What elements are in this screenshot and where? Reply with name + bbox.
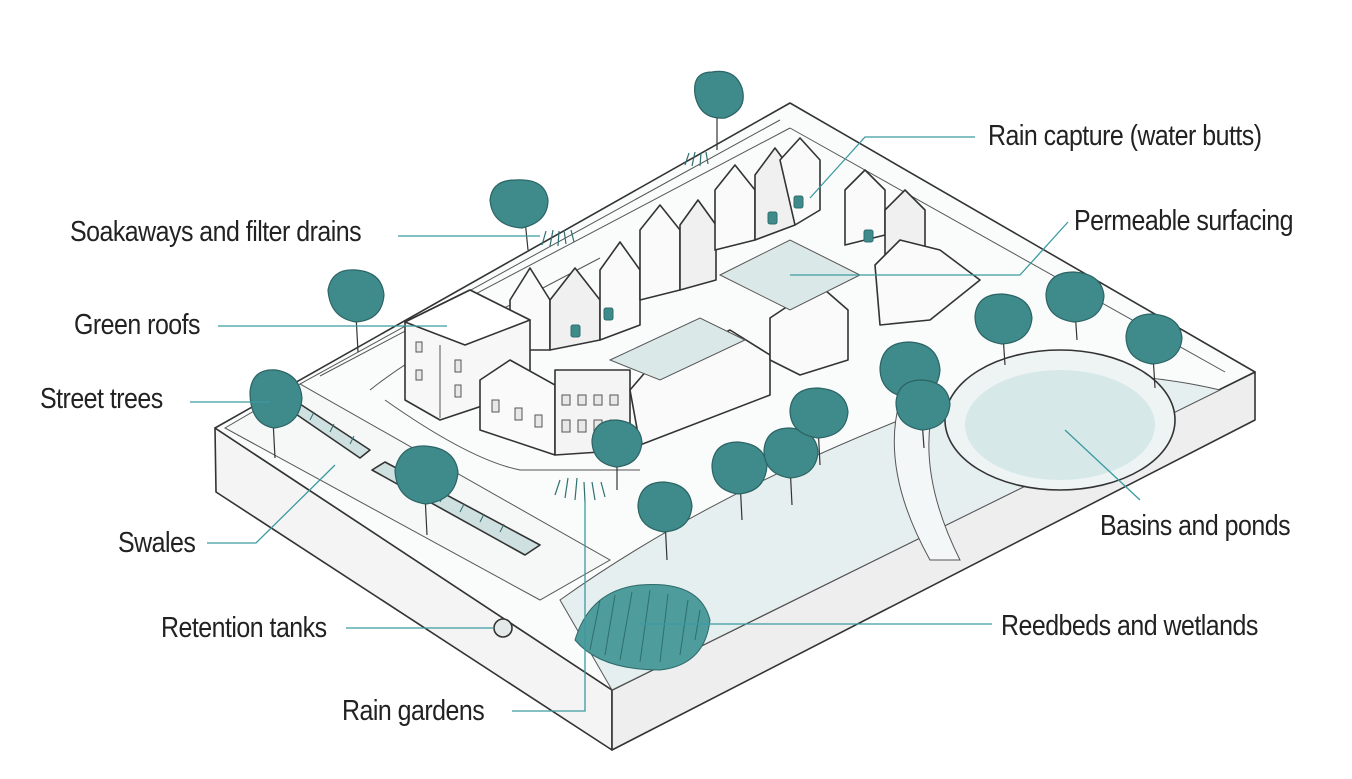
- tree-5: [394, 445, 459, 536]
- label-basins-ponds: Basins and ponds: [1100, 510, 1291, 542]
- houses: [404, 137, 981, 456]
- tree-7: [637, 481, 693, 561]
- tree-15: [1125, 313, 1183, 389]
- water-butts: [570, 195, 874, 338]
- pond-water: [965, 370, 1155, 480]
- tree-13: [974, 293, 1033, 366]
- tree-10: [789, 387, 849, 466]
- tree-3: [327, 269, 385, 353]
- footpath: [893, 399, 961, 561]
- terrace-back-right: [844, 169, 981, 326]
- leader-permeable: [790, 221, 1069, 276]
- tree-4: [249, 369, 303, 459]
- tree-9: [763, 427, 819, 506]
- label-swales: Swales: [118, 527, 196, 559]
- terrace-back-left: [509, 241, 641, 351]
- terrace-back-middle: [639, 137, 821, 301]
- tree-6: [591, 419, 643, 490]
- window-rows: [415, 341, 619, 433]
- trees: [249, 70, 1183, 561]
- label-rain-capture: Rain capture (water butts): [988, 120, 1262, 152]
- tree-8: [711, 441, 768, 521]
- leader-rain-gardens: [512, 500, 586, 712]
- tree-1: [694, 70, 744, 150]
- rain-garden-planting: [541, 151, 709, 503]
- tree-2: [489, 179, 549, 251]
- label-green-roofs: Green roofs: [74, 309, 201, 341]
- reedbed: [574, 583, 711, 671]
- tree-14: [1045, 271, 1105, 341]
- leader-basins: [1064, 429, 1141, 501]
- retention-tank-cover: [493, 618, 513, 638]
- label-permeable-surfacing: Permeable surfacing: [1074, 205, 1293, 237]
- open-space: [559, 349, 1222, 691]
- leader-lines: [190, 136, 1141, 712]
- reedbed-texture: [589, 589, 701, 663]
- leader-rain-capture: [809, 136, 975, 199]
- leader-swales: [207, 464, 336, 544]
- label-street-trees: Street trees: [40, 383, 163, 415]
- label-soakaways: Soakaways and filter drains: [70, 216, 362, 248]
- label-retention-tanks: Retention tanks: [161, 612, 327, 644]
- tree-12: [895, 379, 951, 449]
- label-rain-gardens: Rain gardens: [342, 695, 485, 727]
- label-reedbeds-wetlands: Reedbeds and wetlands: [1001, 610, 1258, 642]
